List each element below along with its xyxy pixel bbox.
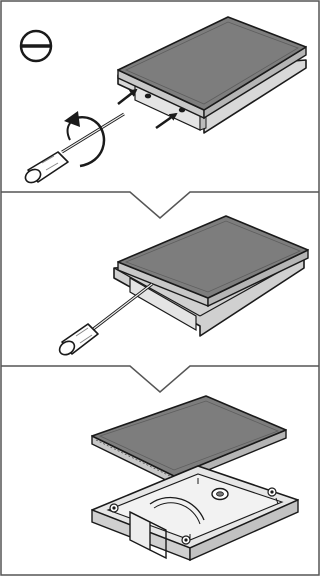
battery-housing-lifting <box>113 215 309 337</box>
panel-divider-1 <box>1 191 319 219</box>
pointer-arrow-left <box>117 88 138 105</box>
panel-2-pry-open <box>58 215 309 356</box>
panel-3-lid-removed <box>91 395 299 562</box>
housing-screw-right <box>178 107 186 113</box>
panel-divider-2 <box>1 365 319 393</box>
battery-housing-closed <box>117 16 307 134</box>
screwdriver-icon <box>24 112 125 184</box>
flathead-slot-icon <box>19 29 53 63</box>
battery-tray-open <box>91 465 299 562</box>
panel-1-unscrew <box>19 16 307 184</box>
rotate-counterclockwise-arrow-icon <box>64 111 106 168</box>
housing-screw-left <box>144 93 152 99</box>
pull-handle <box>129 510 167 560</box>
pointer-arrow-right <box>155 112 178 130</box>
screwdriver-pry-icon <box>58 282 153 356</box>
